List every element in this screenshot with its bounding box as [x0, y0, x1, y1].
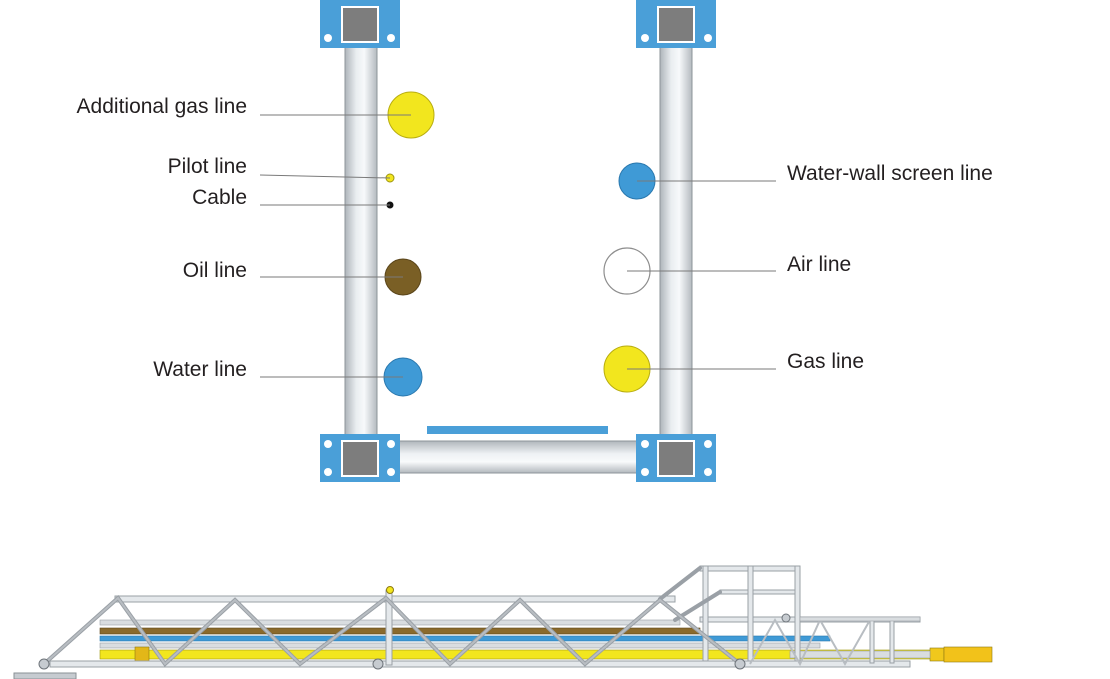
truss-base-plate	[13, 672, 77, 679]
label-water-line: Water line	[153, 358, 247, 381]
truss-lug-top	[386, 586, 394, 594]
label-gas-line: Gas line	[787, 350, 865, 373]
bottom-beam	[397, 440, 639, 474]
bracket-bottom-left	[320, 434, 400, 482]
side-pipe-water	[99, 635, 831, 642]
side-nozzle-collar	[929, 647, 945, 662]
label-cable: Cable	[192, 186, 247, 209]
truss-end-diagonals	[749, 617, 871, 667]
truss-pivot-left	[38, 658, 50, 670]
truss-tip-rail	[799, 616, 921, 622]
blue-plate	[427, 426, 608, 434]
truss-bottom-chord	[49, 660, 911, 668]
bracket-top-right	[636, 0, 716, 48]
side-pipe-to-nozzle	[789, 650, 931, 659]
truss-pivot-right	[734, 658, 746, 670]
truss-pivot-mid	[372, 658, 384, 670]
side-nozzle	[943, 646, 993, 663]
leader-lines	[259, 114, 776, 378]
truss-diagonals-inner	[43, 596, 741, 666]
truss-post-3	[747, 565, 754, 662]
leader-pilot-line	[259, 174, 391, 179]
truss-rise-2	[673, 590, 722, 622]
truss-post-5	[869, 616, 875, 664]
bracket-bottom-right	[636, 434, 716, 482]
right-post	[659, 46, 693, 438]
truss-inner-rail	[719, 589, 801, 595]
bracket-top-left	[320, 0, 400, 48]
truss-post-4	[794, 565, 801, 662]
label-additional-gas-line: Additional gas line	[76, 95, 247, 118]
label-air-line: Air line	[787, 253, 852, 276]
truss-post-6	[889, 616, 895, 664]
side-pipe-gas-fitting	[134, 646, 150, 663]
label-water-wall-screen-line: Water-wall screen line	[787, 162, 993, 185]
label-oil-line: Oil line	[182, 259, 247, 282]
truss-lug-rear	[781, 613, 791, 623]
cross-section-frame	[320, 0, 716, 482]
side-pipe-oil	[99, 627, 701, 635]
left-post	[344, 46, 378, 438]
truss-rise	[658, 566, 702, 601]
label-pilot-line: Pilot line	[167, 155, 247, 178]
side-view-truss	[13, 565, 993, 679]
side-pipe-4	[99, 642, 821, 649]
truss-post-2	[702, 565, 709, 662]
truss-top-chord	[114, 595, 676, 603]
